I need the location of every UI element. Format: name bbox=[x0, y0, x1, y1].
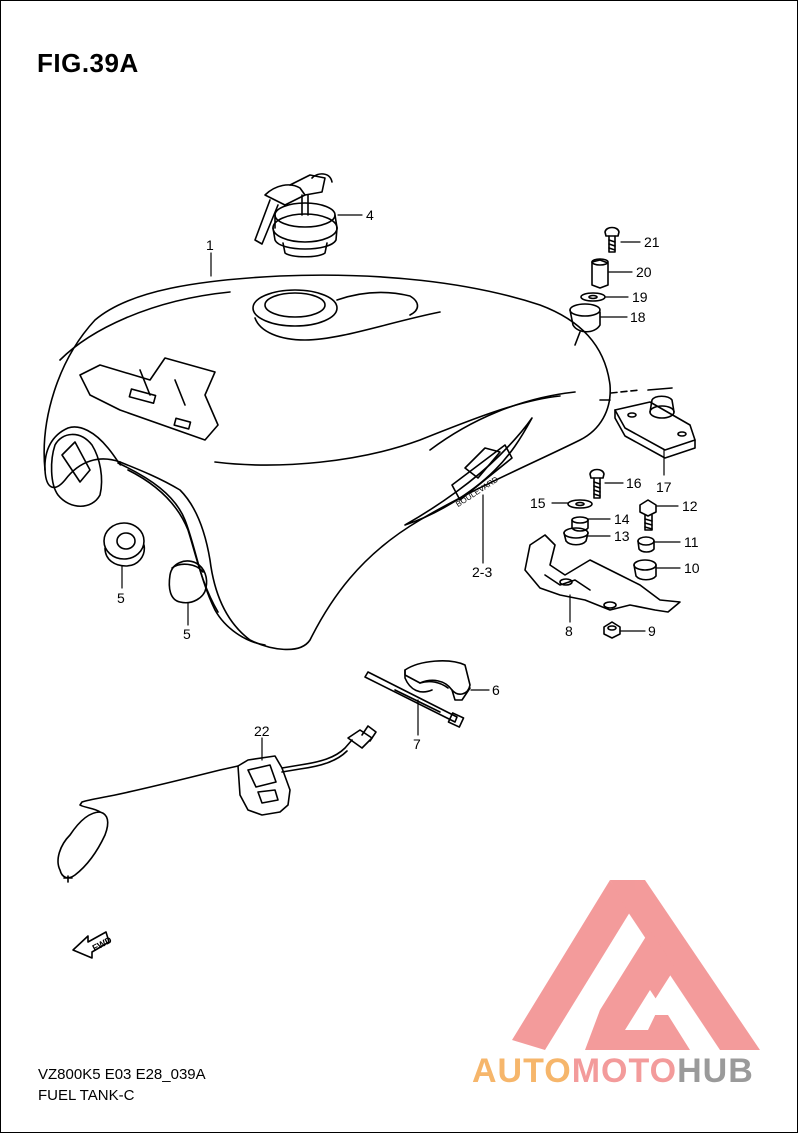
callout-20: 20 bbox=[636, 264, 652, 280]
damper-rubbers bbox=[103, 522, 208, 604]
bracket-assembly bbox=[524, 468, 681, 639]
callout-labels: 1 4 21 20 19 18 17 16 15 14 13 12 11 10 … bbox=[117, 207, 700, 752]
callout-17: 17 bbox=[656, 479, 672, 495]
callout-16: 16 bbox=[626, 475, 642, 491]
callout-21: 21 bbox=[644, 234, 660, 250]
leader-lines bbox=[121, 214, 681, 761]
tank-emblem-text: BOULEVARD bbox=[454, 475, 500, 509]
callout-6: 6 bbox=[492, 682, 500, 698]
part-group-name: FUEL TANK-C bbox=[38, 1087, 135, 1104]
watermark-logo-icon bbox=[512, 880, 760, 1050]
callout-10: 10 bbox=[684, 560, 700, 576]
fuel-level-gauge bbox=[57, 725, 377, 883]
callout-15: 15 bbox=[530, 495, 546, 511]
callout-9: 9 bbox=[648, 623, 656, 639]
callout-22: 22 bbox=[254, 723, 270, 739]
callout-12: 12 bbox=[682, 498, 698, 514]
callout-7: 7 bbox=[413, 736, 421, 752]
tank-cushion bbox=[404, 660, 471, 701]
callout-18: 18 bbox=[630, 309, 646, 325]
fwd-label: FWD bbox=[91, 934, 114, 953]
callout-2-3: 2-3 bbox=[472, 564, 492, 580]
fuel-tank bbox=[43, 274, 611, 651]
callout-5b: 5 bbox=[183, 626, 191, 642]
watermark-text: AUTOMOTOHUB bbox=[472, 1052, 754, 1090]
model-code: VZ800K5 E03 E28_039A bbox=[38, 1066, 206, 1083]
callout-8: 8 bbox=[565, 623, 573, 639]
figure-title: FIG.39A bbox=[37, 48, 139, 78]
callout-4: 4 bbox=[366, 207, 374, 223]
callout-11: 11 bbox=[684, 534, 699, 550]
callout-19: 19 bbox=[632, 289, 648, 305]
rear-mount-parts bbox=[569, 226, 696, 459]
fuel-cap bbox=[254, 173, 338, 258]
callout-1: 1 bbox=[206, 237, 214, 253]
callout-13: 13 bbox=[614, 528, 630, 544]
fwd-arrow-icon bbox=[72, 931, 110, 959]
callout-5a: 5 bbox=[117, 590, 125, 606]
callout-14: 14 bbox=[614, 511, 630, 527]
